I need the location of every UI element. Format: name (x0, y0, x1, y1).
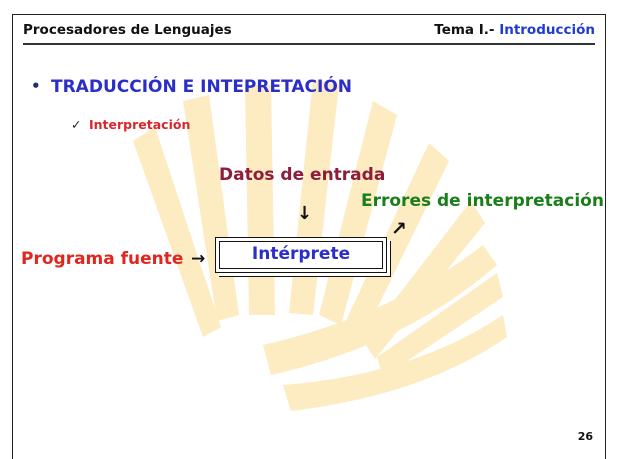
interpreter-box-inner-border (219, 241, 383, 269)
arrow-down-icon: ↓ (297, 203, 313, 224)
slide-header: Procesadores de Lenguajes Tema I.- Intro… (23, 17, 595, 45)
sub-bullet-text: Interpretación (89, 117, 191, 132)
bullet-dot-icon: • (31, 77, 41, 95)
source-program-label: Programa fuente (21, 249, 184, 269)
page-number: 26 (577, 430, 593, 443)
topic-prefix: Tema I.- (434, 22, 500, 38)
main-bullet-text: TRADUCCIÓN E INTEPRETACIÓN (51, 77, 353, 97)
slide: Procesadores de Lenguajes Tema I.- Intro… (12, 14, 606, 459)
interpreter-box: Intérprete (215, 237, 387, 273)
topic-title: Tema I.- Introducción (434, 22, 595, 38)
arrow-up-right-icon: ↗ (391, 218, 407, 240)
main-bullet: • TRADUCCIÓN E INTEPRETACIÓN (31, 77, 353, 97)
arrow-right-icon: → (191, 249, 206, 269)
checkmark-icon: ✓ (71, 117, 82, 132)
course-title: Procesadores de Lenguajes (23, 22, 232, 38)
errors-label: Errores de interpretación (361, 191, 604, 211)
university-logo-watermark (133, 79, 507, 411)
sub-bullet: ✓ Interpretación (71, 117, 191, 132)
input-data-label: Datos de entrada (219, 165, 386, 185)
interpreter-label: Intérprete (251, 244, 351, 264)
topic-name: Introducción (499, 22, 595, 38)
